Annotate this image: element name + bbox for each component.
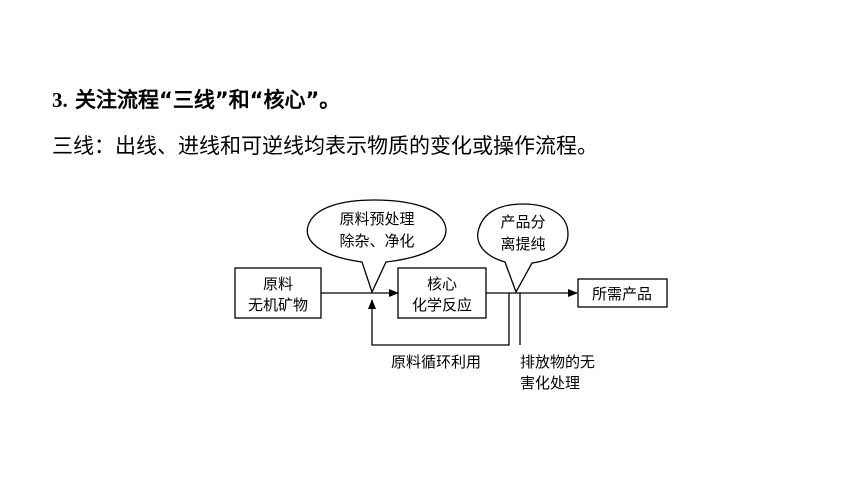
core-label-1: 核心 [427, 275, 457, 293]
raw-material-label-1: 原料 [263, 275, 293, 293]
waste-label-2: 害化处理 [520, 374, 580, 392]
core-reaction-box: 核心 化学反应 [397, 267, 487, 319]
product-box: 所需产品 [577, 278, 668, 308]
pretreatment-label-2: 除杂、净化 [339, 232, 414, 250]
product-label: 所需产品 [592, 285, 652, 303]
recycle-arrow [368, 293, 510, 346]
section-number: 3. [52, 88, 68, 112]
waste-label-1: 排放物的无 [520, 353, 595, 371]
section-heading: 3. 关注流程“三线”和“核心”。 [52, 84, 340, 114]
recycle-label: 原料循环利用 [391, 353, 481, 371]
section-heading-text: 关注流程“三线”和“核心”。 [67, 88, 341, 112]
separation-bubble: 产品分 离提纯 [477, 203, 569, 294]
separation-label-2: 离提纯 [500, 235, 545, 253]
pretreatment-label-1: 原料预处理 [339, 210, 414, 228]
raw-material-box: 原料 无机矿物 [234, 267, 322, 319]
raw-material-label-2: 无机矿物 [248, 296, 308, 314]
separation-label-1: 产品分 [500, 213, 545, 231]
core-label-2: 化学反应 [412, 296, 472, 314]
three-lines-description: 三线：出线、进线和可逆线均表示物质的变化或操作流程。 [52, 134, 598, 158]
pretreatment-bubble: 原料预处理 除杂、净化 [306, 199, 447, 294]
